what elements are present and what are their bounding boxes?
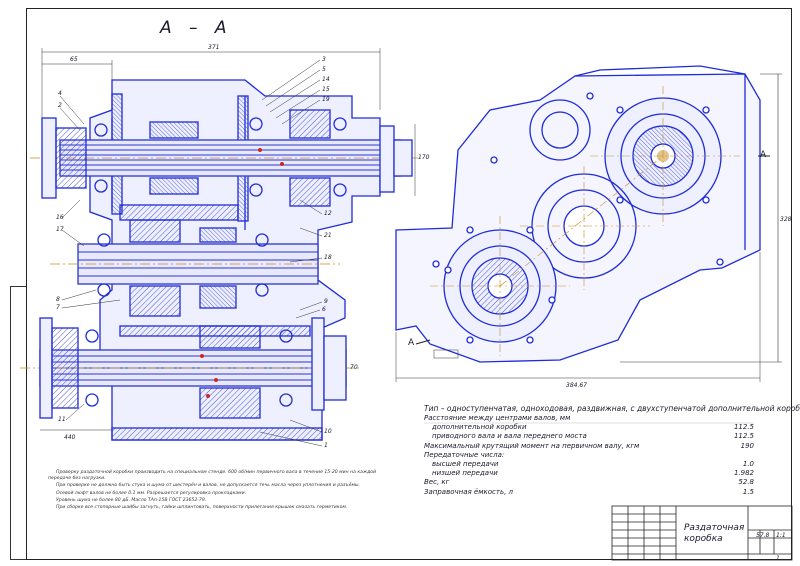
callout-11: 11 (58, 416, 66, 423)
spec-row-value: 190 (740, 441, 754, 450)
dim-view-height: 328 (780, 216, 792, 223)
spec-row-label: высшей передачи (432, 460, 499, 468)
spec-row-value: 1.0 (742, 460, 754, 468)
spec-row-value: 52.8 (738, 478, 754, 487)
section-label: А – А (160, 18, 233, 38)
drawing-name: Раздаточная коробка (684, 523, 745, 544)
callout-15: 15 (322, 86, 330, 93)
technical-notes: Проверку раздаточной коробки производить… (48, 470, 378, 512)
sheet-scale: 1:1 (776, 532, 786, 539)
binding-strip (10, 286, 26, 560)
callout-9: 9 (324, 298, 328, 305)
spec-row-label: Заправочная ёмкость, л (424, 487, 514, 496)
dim-right-1: 170 (418, 154, 430, 161)
spec-row-value: 112.5 (733, 432, 754, 441)
callout-19: 19 (322, 96, 330, 103)
sheet-weight: 57.8 (756, 532, 770, 539)
spec-row-label: приводного вала и вала переднего моста (432, 432, 587, 441)
dim-right-2: 70 (350, 364, 358, 371)
dim-bottom: 440 (64, 434, 76, 441)
spec-row: Максимальный крутящий момент на первично… (424, 442, 754, 452)
title-block (611, 505, 793, 561)
callout-1: 1 (324, 442, 328, 449)
callout-16: 16 (56, 214, 64, 221)
spec-row-label: Расстояние между центрами валов, мм (424, 414, 571, 422)
spec-row: Передаточные числа: (424, 451, 754, 461)
note-paragraph: Уровень шума не более 80 дБ. Масло ТАп-1… (56, 497, 207, 503)
section-view (20, 48, 420, 447)
dim-left-offset: 65 (70, 56, 78, 63)
callout-4: 4 (58, 90, 62, 97)
drawing-frame (26, 8, 792, 560)
callout-7: 7 (56, 304, 60, 311)
callout-2: 2 (58, 102, 62, 109)
callout-10: 10 (324, 428, 332, 435)
spec-row-label: низшей передачи (432, 469, 498, 478)
view-marker-left: А (408, 338, 415, 348)
spec-row: Расстояние между центрами валов, мм (424, 414, 754, 424)
spec-row: низшей передачи 1.982 (424, 469, 754, 479)
spec-row-value: 112.5 (733, 423, 754, 432)
callout-21: 21 (324, 232, 332, 239)
callout-8: 8 (56, 296, 60, 303)
spec-row: Вес, кг 52.8 (424, 478, 754, 488)
spec-row: приводного вала и вала переднего моста 11… (424, 432, 754, 442)
spec-row-value: 1.5 (742, 487, 754, 496)
callout-18: 18 (324, 254, 332, 261)
spec-row-label: Максимальный крутящий момент на первично… (424, 441, 640, 450)
note-paragraph: При проверке не должно быть стука и шума… (56, 483, 360, 489)
spec-row: высшей передачи 1.0 (424, 460, 754, 470)
view-marker-right: А (760, 150, 767, 160)
note-paragraph: Осевой люфт валов не более 0.1 мм. Разре… (56, 490, 247, 496)
spec-row-label: дополнительной коробки (432, 423, 527, 432)
callout-14: 14 (322, 76, 330, 83)
callout-12: 12 (324, 210, 332, 217)
spec-row-label: Вес, кг (424, 478, 450, 487)
callout-5: 5 (322, 66, 326, 73)
spec-row: дополнительной коробки 112.5 (424, 423, 754, 433)
callout-6: 6 (322, 306, 326, 313)
callout-3: 3 (322, 56, 326, 63)
sheets-total: 1 (776, 555, 780, 562)
note-paragraph: При сборке все стопорные шайбы загнуть, … (56, 505, 348, 511)
spec-row-value: 1.982 (733, 469, 754, 478)
dim-overall-width: 371 (208, 44, 220, 51)
spec-row: Заправочная ёмкость, л 1.5 (424, 488, 754, 498)
callout-17: 17 (56, 226, 64, 233)
spec-row-label: Передаточные числа: (424, 450, 505, 459)
side-view (395, 65, 782, 382)
dim-view-width: 384.67 (566, 382, 587, 389)
note-paragraph: Проверку раздаточной коробки производить… (48, 470, 377, 482)
spec-title: Тип – одноступенчатая, одноходовая, разд… (424, 404, 800, 413)
